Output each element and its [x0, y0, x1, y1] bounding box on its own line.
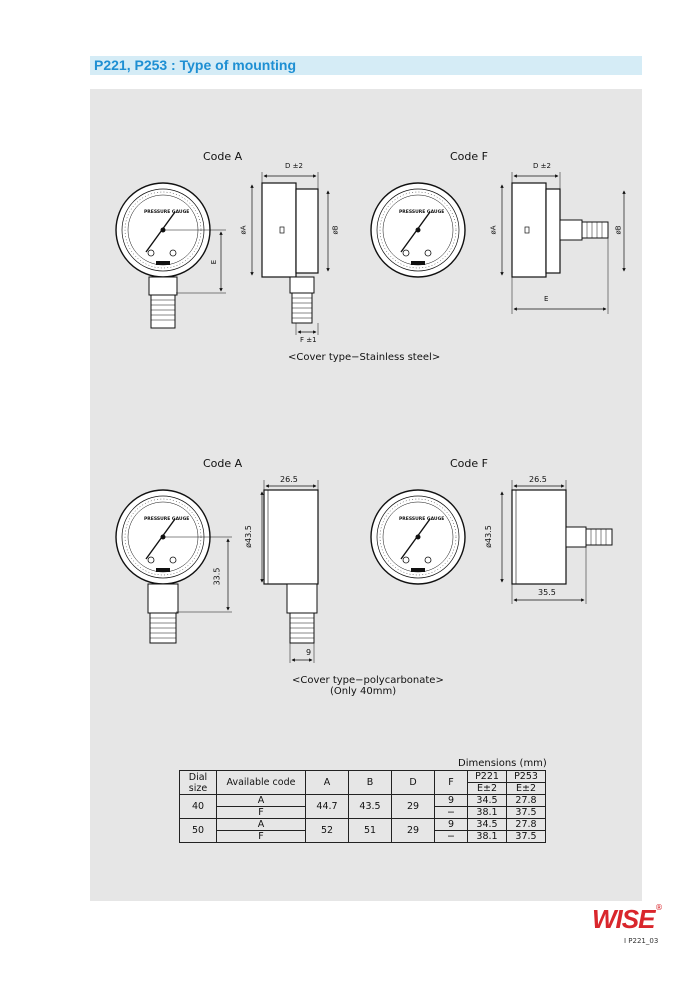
- dim-f9-label: 9: [306, 648, 312, 657]
- cell-f: −: [434, 830, 468, 843]
- caption-poly-note: (Only 40mm): [330, 686, 397, 697]
- title-bar: P221, P253 : Type of mounting: [90, 56, 642, 75]
- cell-f: −: [434, 806, 468, 819]
- gauge-front-code-a-steel: PRESSURE GAUGE: [115, 182, 226, 329]
- svg-text:PRESSURE GAUGE: PRESSURE GAUGE: [144, 516, 189, 522]
- caption-poly: <Cover type−polycarbonate>: [292, 675, 444, 686]
- header-available-code: Available code: [216, 770, 306, 795]
- dimensions-table: Dial size Available code A B D F P221 P2…: [179, 770, 546, 843]
- cell-dial: 40: [179, 794, 217, 819]
- cell-p221: 34.5: [467, 818, 507, 831]
- cell-p253: 27.8: [506, 818, 546, 831]
- header-f: F: [434, 770, 468, 795]
- page-title: P221, P253 : Type of mounting: [94, 57, 297, 73]
- cell-p221: 38.1: [467, 806, 507, 819]
- header-p253: P253: [506, 770, 546, 783]
- dim-e-label-poly: 35.5: [538, 588, 556, 597]
- cell-a: 44.7: [305, 794, 349, 819]
- dial-label: PRESSURE GAUGE: [144, 209, 189, 215]
- dim-dia-label-a: ø43.5: [243, 525, 253, 548]
- code-f-label-bottom: Code F: [450, 457, 488, 470]
- cell-b: 43.5: [348, 794, 392, 819]
- caption-steel: <Cover type−Stainless steel>: [288, 352, 441, 363]
- code-a-label-top: Code A: [203, 150, 243, 163]
- dim-depth-label-a: 26.5: [280, 475, 298, 484]
- svg-text:PRESSURE GAUGE: PRESSURE GAUGE: [399, 209, 444, 215]
- dim-d-label-a: D ±2: [285, 162, 303, 170]
- header-p221: P221: [467, 770, 507, 783]
- cell-a: 52: [305, 818, 349, 843]
- table-header-row: Dial size Available code A B D F P221 P2…: [179, 770, 546, 795]
- dim-f-label: F ±1: [300, 336, 317, 344]
- dim-dia-label-f: ø43.5: [483, 525, 493, 548]
- code-f-label-top: Code F: [450, 150, 488, 163]
- header-a: A: [305, 770, 349, 795]
- code-a-label-bottom: Code A: [203, 457, 243, 470]
- cell-code: A: [216, 818, 306, 831]
- cell-b: 51: [348, 818, 392, 843]
- gauge-side-code-f-poly: [500, 480, 613, 604]
- gauge-front-code-f-steel: PRESSURE GAUGE: [370, 182, 466, 278]
- svg-text:PRESSURE GAUGE: PRESSURE GAUGE: [399, 516, 444, 522]
- header-dial-size: Dial size: [179, 770, 217, 795]
- dim-e-label-a: E: [210, 259, 219, 265]
- registered-mark: ®: [655, 903, 663, 912]
- cell-code: F: [216, 830, 306, 843]
- table-row: 40 A 44.7 43.5 29 9 34.5 27.8: [179, 794, 546, 819]
- header-d: D: [391, 770, 435, 795]
- gauge-side-code-a-steel: [250, 172, 330, 335]
- cell-dial: 50: [179, 818, 217, 843]
- gauge-front-code-f-poly: PRESSURE GAUGE: [370, 489, 466, 585]
- cell-p253: 37.5: [506, 806, 546, 819]
- table-row: F − 38.1 37.5: [180, 830, 546, 843]
- cell-f: 9: [434, 794, 468, 807]
- page-code: I P221_03: [624, 937, 659, 945]
- dim-b-label-f: øB: [614, 225, 623, 235]
- cell-code: F: [216, 806, 306, 819]
- dimensions-caption: Dimensions (mm): [458, 758, 547, 769]
- table-row: 50 A 52 51 29 9 34.5 27.8: [179, 818, 546, 843]
- dim-a-label-a: øA: [239, 225, 248, 235]
- header-p221-e: E±2: [467, 782, 507, 795]
- gauge-side-code-a-poly: [260, 480, 319, 663]
- cell-p221: 38.1: [467, 830, 507, 843]
- cell-d: 29: [391, 818, 435, 843]
- dim-height-label: 33.5: [212, 567, 222, 586]
- dim-depth-label-f: 26.5: [529, 475, 547, 484]
- table-header-row-2: E±2 E±2: [180, 782, 546, 795]
- cell-code: A: [216, 794, 306, 807]
- header-b: B: [348, 770, 392, 795]
- dim-a-label-f: øA: [489, 225, 498, 235]
- dim-b-label-a: øB: [331, 225, 340, 235]
- cell-d: 29: [391, 794, 435, 819]
- gauge-front-code-a-poly: PRESSURE GAUGE: [115, 489, 232, 644]
- wise-logo: WISE: [592, 904, 655, 934]
- header-p253-e: E±2: [506, 782, 546, 795]
- cell-p253: 27.8: [506, 794, 546, 807]
- dim-e-label-f: E: [544, 295, 549, 303]
- cell-p221: 34.5: [467, 794, 507, 807]
- gauge-side-code-f-steel: [500, 172, 626, 314]
- cell-p253: 37.5: [506, 830, 546, 843]
- dim-d-label-f: D ±2: [533, 162, 551, 170]
- cell-f: 9: [434, 818, 468, 831]
